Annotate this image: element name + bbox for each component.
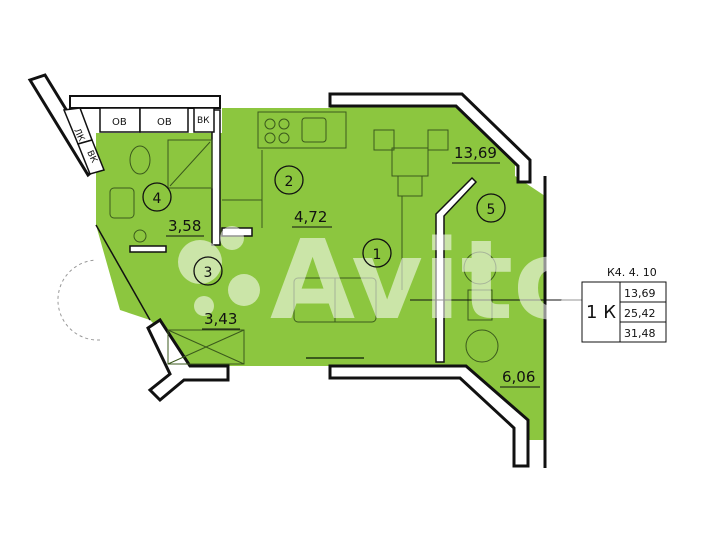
room-3: 3 3,43	[193, 256, 240, 330]
chair-icon	[373, 129, 395, 151]
shower-tray-icon	[167, 139, 213, 189]
partition-balcony	[435, 176, 478, 363]
room-2-area: 4,72	[294, 208, 327, 226]
balcony-table-icon	[467, 289, 493, 321]
room-5: 5 6,06	[476, 193, 540, 388]
wall-bottom-right	[328, 364, 530, 468]
room-4: 4 3,58	[142, 182, 204, 237]
avito-dots-icon	[178, 226, 260, 316]
room-4-area: 3,58	[168, 217, 201, 235]
shaft-vk-top	[193, 107, 215, 133]
info-table-frame	[581, 281, 667, 343]
room-2: 2 4,72	[274, 165, 332, 228]
stove-ring-icon	[278, 132, 290, 144]
wardrobe-diagonal	[167, 329, 245, 365]
kitchen-counter	[257, 111, 347, 149]
wardrobe-icon	[167, 329, 245, 365]
toilet-icon	[129, 145, 151, 175]
shower-diagonal	[169, 141, 211, 187]
info-row-total: 25,42	[624, 307, 656, 320]
balcony-chair-icon	[463, 251, 497, 285]
room-5-area: 6,06	[502, 368, 535, 386]
room-2-number: 2	[285, 174, 294, 190]
chair-icon	[427, 129, 449, 151]
floor-area	[96, 100, 545, 440]
room-4-number: 4	[153, 191, 162, 207]
watermark-text: Avito	[270, 216, 589, 344]
stove-ring-icon	[278, 118, 290, 130]
washbasin-icon	[109, 187, 135, 219]
shaft-ob1	[99, 107, 141, 133]
watermark: Avito	[178, 216, 589, 344]
balcony-chair-icon	[465, 329, 499, 363]
room-1-area: 13,69	[454, 144, 497, 162]
room-3-area: 3,43	[204, 310, 237, 328]
wall-top-left	[69, 95, 221, 109]
vk-top-label: ВК	[197, 116, 210, 126]
wall-left-diagonal	[95, 224, 151, 321]
room-markers: 1 13,69 2 4,72 3 3,43 4 3,58 5 6,06	[142, 144, 540, 388]
furniture	[57, 111, 582, 365]
wall-top-right	[328, 92, 532, 184]
apartment-type: 1 К	[586, 302, 616, 323]
apartment-code: К4. 4. 10	[607, 266, 657, 279]
room-1-number: 1	[373, 247, 382, 263]
room-5-number: 5	[487, 202, 496, 218]
partition-bath-bottom	[129, 245, 167, 253]
stove-ring-icon	[264, 118, 276, 130]
info-table: К4. 4. 10 1 К 13,69 25,42 31,48	[581, 266, 667, 343]
room-3-number: 3	[204, 265, 213, 281]
shaft-ob2	[139, 107, 189, 133]
chair-icon	[397, 175, 423, 197]
door-swing-icon	[57, 259, 101, 341]
washing-machine-icon	[133, 229, 147, 243]
info-row-with-balcony: 31,48	[624, 327, 656, 340]
info-row-living: 13,69	[624, 287, 656, 300]
ob2-label: ОВ	[157, 117, 172, 128]
shaft-vk-side	[76, 139, 106, 175]
room-1: 1 13,69	[362, 144, 500, 268]
main-floor	[96, 100, 545, 440]
sink-icon	[301, 117, 327, 143]
ob1-label: ОВ	[112, 117, 127, 128]
stove-ring-icon	[264, 132, 276, 144]
